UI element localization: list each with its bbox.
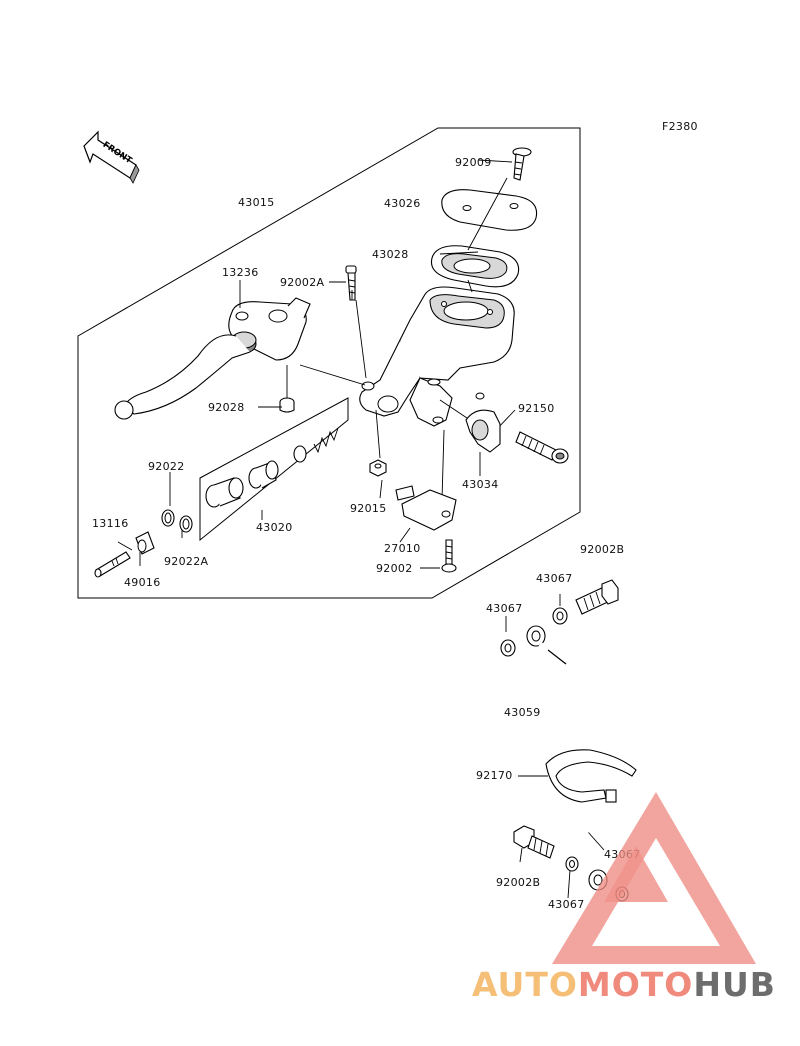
label-92002: 92002 — [376, 562, 413, 575]
piston-kit-43020 — [205, 427, 339, 508]
assembly-boundary — [77, 127, 581, 599]
watermark-logo: AUTOMOTOHUB — [472, 792, 776, 1004]
hose-clamp-92170 — [545, 749, 637, 803]
clamp-43034 — [465, 392, 501, 453]
label-92022: 92022 — [148, 460, 185, 473]
pushrod-assembly — [94, 509, 193, 578]
label-92022A: 92022A — [164, 555, 208, 568]
watermark-text: AUTOMOTOHUB — [472, 965, 776, 1004]
label-43059: 43059 — [504, 706, 541, 719]
washer-43067-b — [500, 639, 516, 657]
label-92170: 92170 — [476, 769, 513, 782]
figure-code: F2380 — [662, 120, 698, 133]
banjo-bolt-92002B-bottom — [513, 825, 555, 859]
label-43026: 43026 — [384, 197, 421, 210]
label-92002A: 92002A — [280, 276, 324, 289]
label-92150: 92150 — [518, 402, 555, 415]
label-13236: 13236 — [222, 266, 259, 279]
watermark-hub: HUB — [693, 965, 776, 1004]
nut-92015 — [369, 459, 387, 477]
label-13116: 13116 — [92, 517, 129, 530]
label-43020: 43020 — [256, 521, 293, 534]
front-arrow-icon: FRONT — [83, 130, 140, 184]
label-27010: 27010 — [384, 542, 421, 555]
label-43067-a: 43067 — [536, 572, 573, 585]
screw-92002A — [345, 265, 357, 301]
cap-screw-92009 — [512, 147, 532, 181]
diaphragm-43028 — [430, 245, 520, 288]
pivot-pin-92028 — [279, 397, 295, 413]
label-92028: 92028 — [208, 401, 245, 414]
watermark-triangle-icon — [552, 792, 756, 964]
label-43067-d: 43067 — [548, 898, 585, 911]
label-92009: 92009 — [455, 156, 492, 169]
label-92002B-bottom: 92002B — [496, 876, 540, 889]
label-43028: 43028 — [372, 248, 409, 261]
brake-switch-27010 — [395, 485, 457, 531]
label-43015: 43015 — [238, 196, 275, 209]
label-43067-b: 43067 — [486, 602, 523, 615]
washer-43067-c — [565, 856, 579, 872]
watermark-moto: MOTO — [578, 965, 693, 1004]
watermark-auto: AUTO — [472, 965, 578, 1004]
piston-kit-boundary — [199, 397, 349, 542]
label-43034: 43034 — [462, 478, 499, 491]
label-92002B-top: 92002B — [580, 543, 624, 556]
label-49016: 49016 — [124, 576, 161, 589]
washer-43067-a — [552, 607, 568, 625]
master-cylinder-body — [359, 286, 515, 427]
bolt-92150 — [515, 431, 569, 464]
banjo-bolt-92002B-top — [575, 579, 619, 615]
screw-92002 — [441, 539, 457, 573]
guide-lines — [117, 159, 605, 899]
label-92015: 92015 — [350, 502, 387, 515]
brake-lever-13236 — [114, 297, 311, 420]
